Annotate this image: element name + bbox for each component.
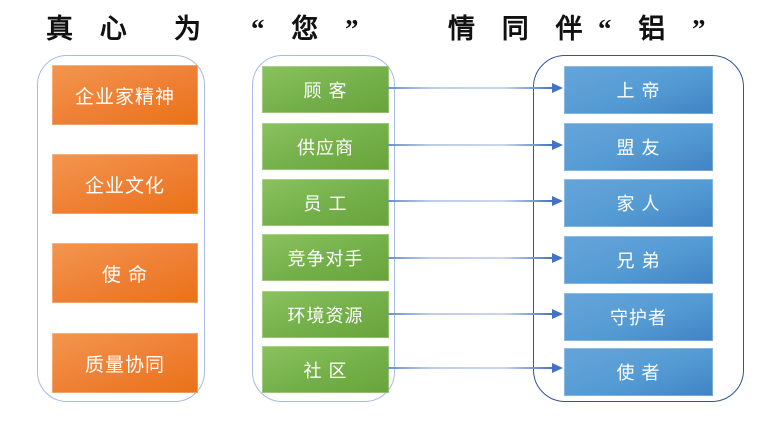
- connector-arrow-customer-god: [388, 83, 563, 93]
- stakeholder-box-environment: 环境资源: [262, 291, 389, 338]
- stakeholder-box-employee: 员 工: [262, 179, 389, 226]
- arrowhead-icon: [552, 309, 563, 319]
- arrow-line: [388, 257, 553, 259]
- metaphor-box-guardian: 守护者: [564, 293, 713, 341]
- culture-box-mission: 使 命: [52, 243, 198, 303]
- stakeholder-column-frame: 顾 客 供应商 员 工 竞争对手 环境资源 社 区: [252, 55, 395, 402]
- metaphor-box-family: 家 人: [564, 179, 713, 227]
- arrow-line: [388, 87, 553, 89]
- metaphor-box-ally: 盟 友: [564, 123, 713, 171]
- title-segment-lv: “ 铝 ”: [598, 14, 716, 44]
- stakeholder-box-customer: 顾 客: [262, 66, 389, 113]
- stakeholder-box-competitor: 竞争对手: [262, 234, 389, 281]
- culture-box-entrepreneur-spirit: 企业家精神: [52, 65, 198, 125]
- connector-arrow-supplier-ally: [388, 140, 563, 150]
- arrow-line: [388, 200, 553, 202]
- arrow-line: [388, 367, 553, 369]
- culture-box-quality-synergy: 质量协同: [52, 333, 198, 393]
- connector-arrow-environment-guardian: [388, 309, 563, 319]
- metaphor-box-messenger: 使 者: [564, 348, 713, 396]
- culture-column-frame: 企业家精神 企业文化 使 命 质量协同: [37, 55, 205, 402]
- arrow-line: [388, 144, 553, 146]
- connector-arrow-competitor-brother: [388, 253, 563, 263]
- arrowhead-icon: [552, 253, 563, 263]
- arrowhead-icon: [552, 140, 563, 150]
- metaphor-box-god: 上 帝: [564, 66, 713, 114]
- culture-box-corporate-culture: 企业文化: [52, 154, 198, 214]
- arrowhead-icon: [552, 196, 563, 206]
- stakeholder-box-supplier: 供应商: [262, 123, 389, 170]
- title-segment-zhenxin: 真 心: [46, 14, 137, 44]
- arrowhead-icon: [552, 363, 563, 373]
- arrowhead-icon: [552, 83, 563, 93]
- metaphor-box-brother: 兄 弟: [564, 236, 713, 284]
- metaphor-column-frame: 上 帝 盟 友 家 人 兄 弟 守护者 使 者: [533, 55, 744, 402]
- title-segment-nin: “ 您 ”: [251, 14, 369, 44]
- title-segment-qingtongban: 情 同 伴: [448, 14, 593, 44]
- connector-arrow-employee-family: [388, 196, 563, 206]
- connector-arrow-community-messenger: [388, 363, 563, 373]
- title-segment-wei: 为: [174, 14, 211, 44]
- arrow-line: [388, 313, 553, 315]
- stakeholder-box-community: 社 区: [262, 346, 389, 393]
